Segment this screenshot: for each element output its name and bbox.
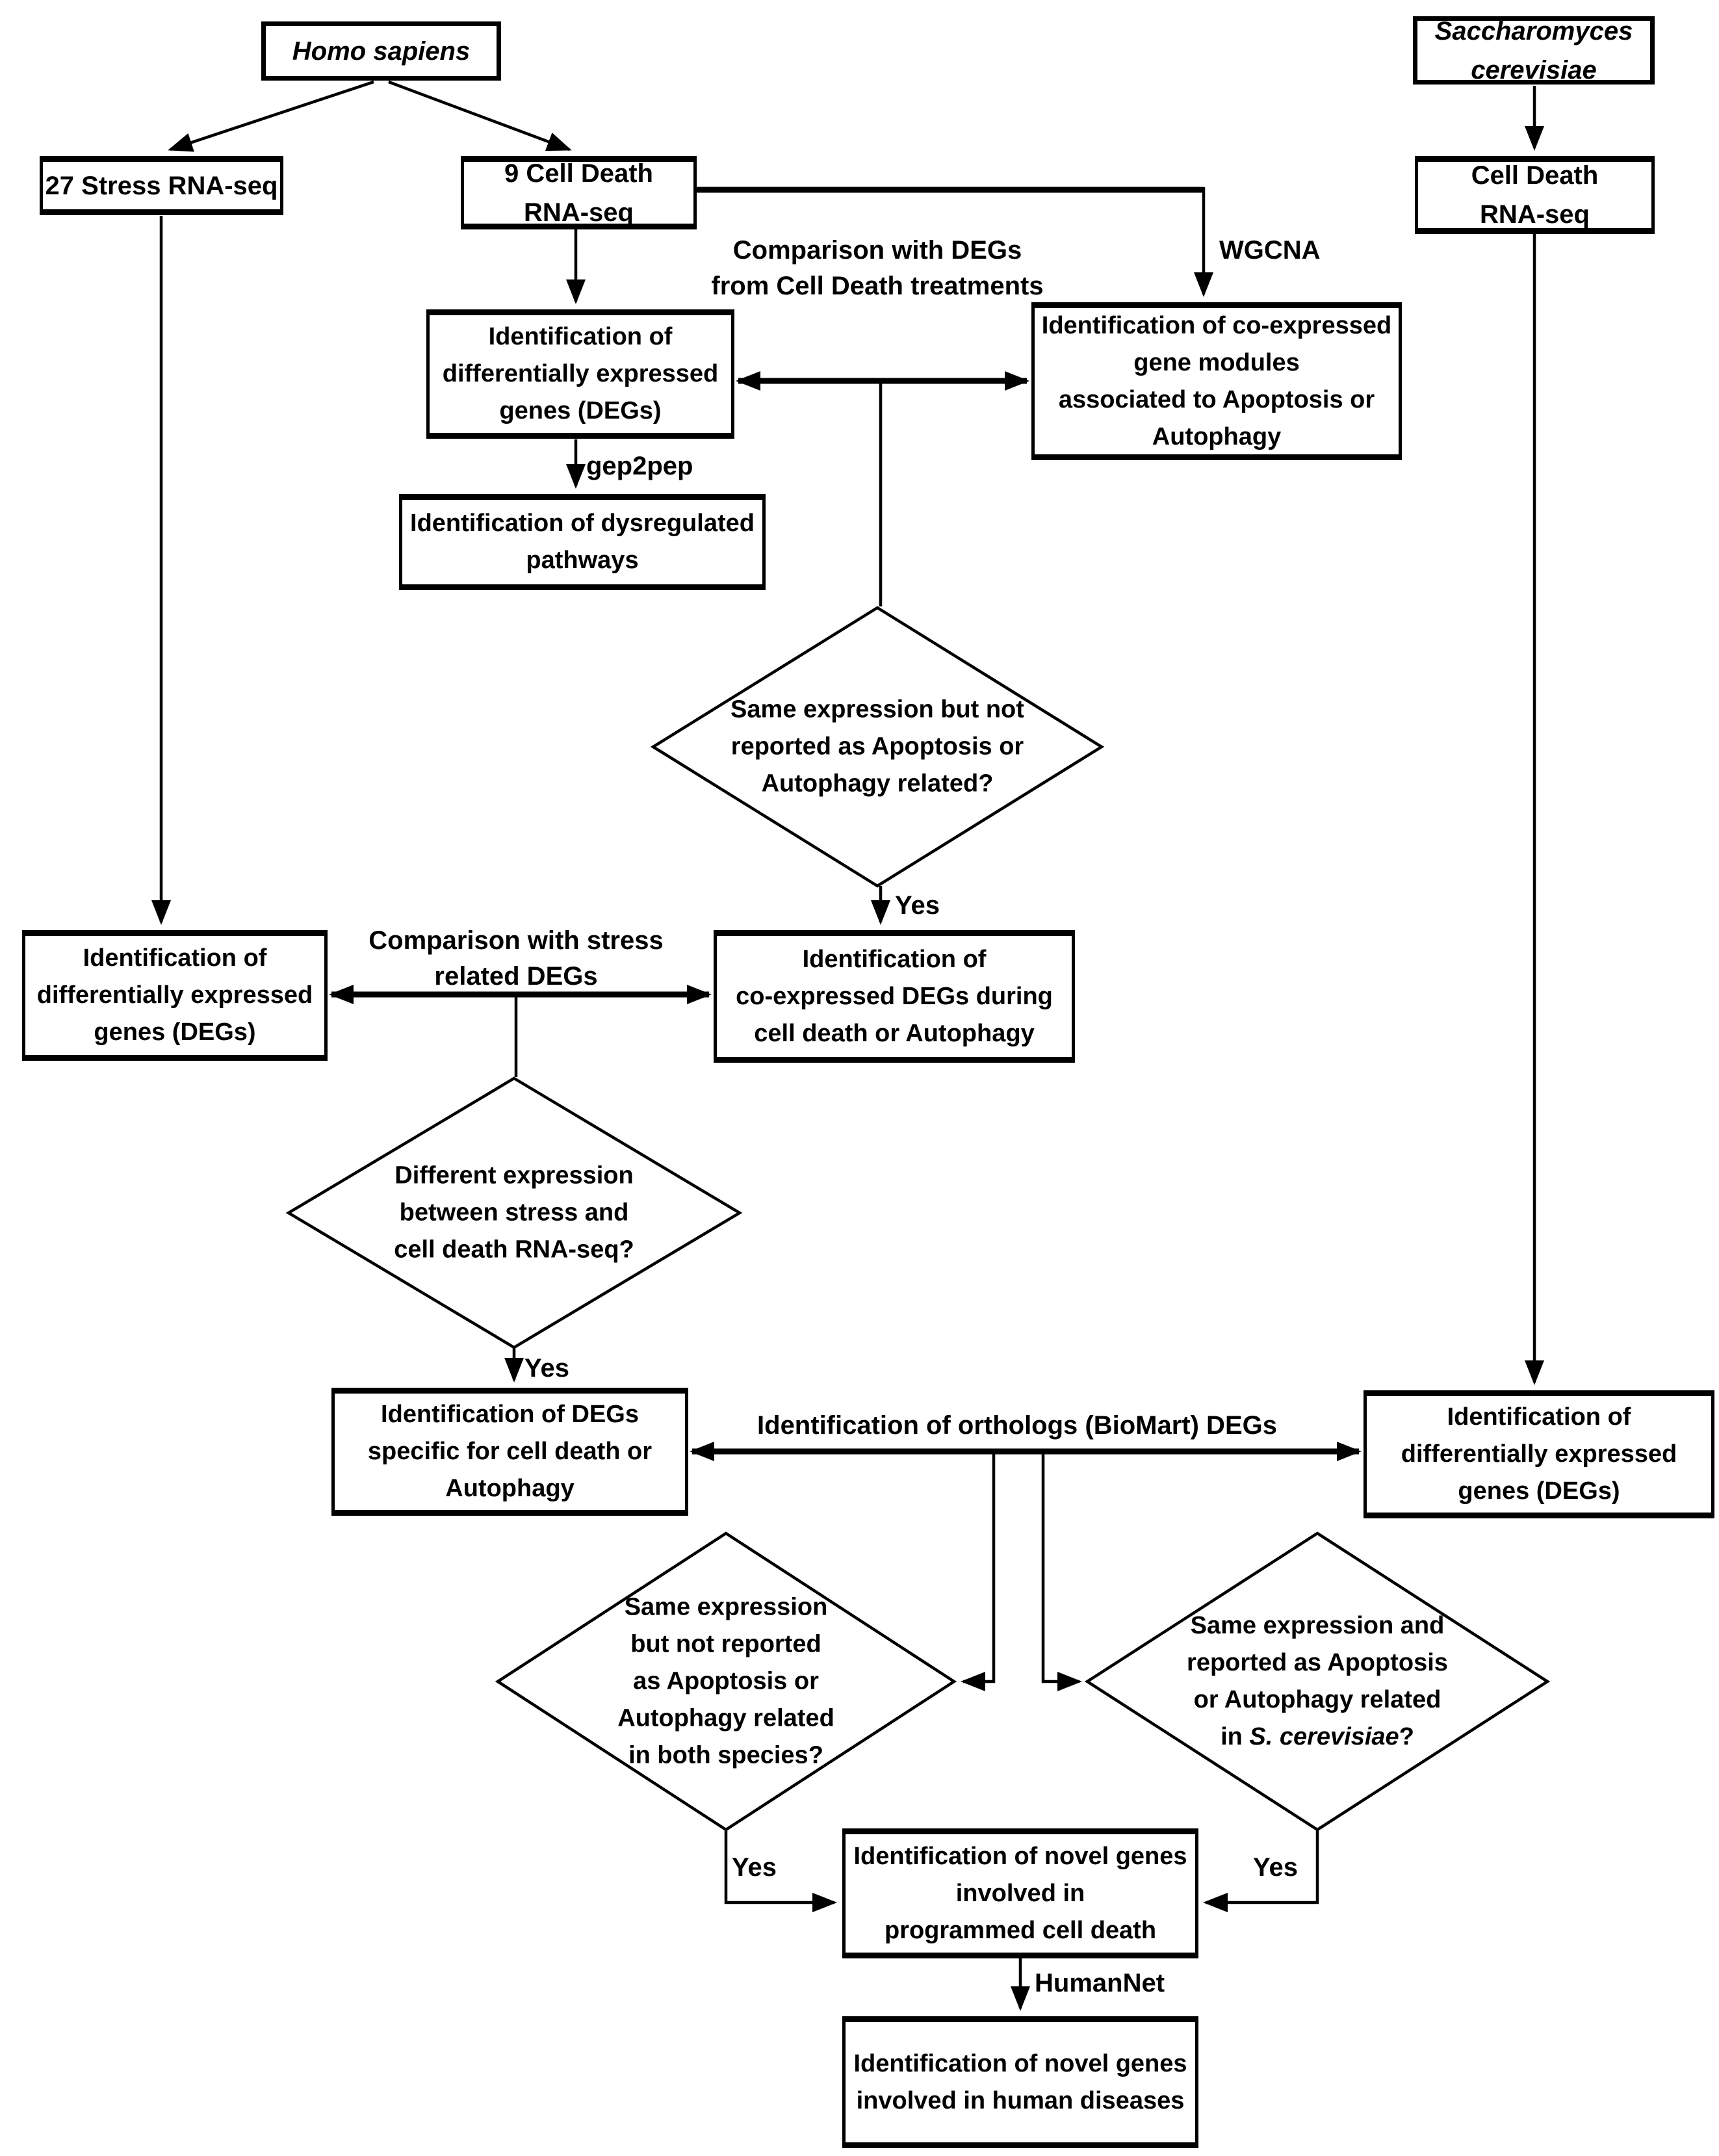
- decision-label-part: in: [1221, 1723, 1250, 1750]
- edge-label-line: Comparison with stress: [368, 926, 664, 955]
- decision-reported-in-s-cerevisiae: Same expression and reported as Apoptosi…: [1168, 1607, 1467, 1756]
- node-novel-genes-pcd: Identification of novel genes involved i…: [842, 1828, 1198, 1958]
- node-label-line: Identification of: [488, 323, 673, 350]
- node-label-line: differentially expressed: [442, 360, 719, 387]
- decision-label-line: as Apoptosis or: [633, 1667, 819, 1695]
- node-label-line: programmed cell death: [884, 1916, 1157, 1944]
- node-label-line: specific for cell death or: [367, 1438, 653, 1465]
- node-label-line: involved in human diseases: [856, 2086, 1185, 2114]
- decision-label-line: Same expression and: [1190, 1612, 1445, 1639]
- decision-label-line: Different expression: [394, 1162, 634, 1189]
- node-label-line: Identification of dysregulated: [410, 510, 755, 537]
- node-label-line: Identification of novel genes: [853, 1842, 1187, 1870]
- label-yes-1: Yes: [895, 891, 940, 920]
- node-cell-death-rna-seq-yeast: Cell Death RNA-seq: [1415, 156, 1655, 234]
- node-label-line: genes (DEGs): [1458, 1477, 1620, 1505]
- node-label-line: genes (DEGs): [94, 1019, 256, 1046]
- label-yes-4: Yes: [1253, 1853, 1298, 1882]
- node-homo-sapiens: Homo sapiens: [261, 21, 501, 81]
- node-label-line: cell death or Autophagy: [754, 1019, 1035, 1047]
- diamond-same-expression-not-reported: [650, 606, 1105, 888]
- decision-label-line: Same expression: [624, 1593, 828, 1621]
- node-label-line: differentially expressed: [1401, 1440, 1677, 1468]
- flow-arrows-thick: [329, 187, 1362, 1461]
- node-coexpressed-gene-modules: Identification of co-expressed gene modu…: [1031, 302, 1402, 460]
- label-comparison-stress-degs: Comparison with stress related DEGs: [368, 923, 663, 994]
- node-label: 27 Stress RNA-seq: [45, 171, 278, 200]
- decision-label-line: Autophagy related?: [761, 770, 994, 798]
- decision-label-line: cell death RNA-seq?: [394, 1236, 634, 1264]
- decision-same-expression-not-reported: Same expression but not reported as Apop…: [708, 692, 1046, 803]
- node-label-line: genes (DEGs): [499, 397, 662, 424]
- node-label-line: Identification of: [1447, 1403, 1631, 1431]
- node-label-line: Identification of novel genes: [853, 2049, 1187, 2077]
- edge-label-line: related DEGs: [434, 962, 598, 991]
- node-label-line: Autophagy: [1152, 422, 1282, 450]
- decision-diamond-shapes: [285, 606, 1551, 1832]
- node-label-line: gene modules: [1133, 348, 1300, 376]
- node-label-line: associated to Apoptosis or: [1058, 385, 1375, 413]
- label-comparison-cell-death-degs: Comparison with DEGs from Cell Death tre…: [711, 233, 1043, 304]
- edge-label-line: Comparison with DEGs: [732, 236, 1022, 265]
- label-humannet: HumanNet: [1035, 1969, 1165, 1997]
- decision-label-line: in both species?: [628, 1741, 823, 1769]
- decision-label-line: between stress and: [399, 1199, 629, 1227]
- node-label-line: Autophagy: [445, 1475, 575, 1502]
- node-label-line: RNA-seq: [524, 198, 634, 227]
- node-dysregulated-pathways: Identification of dysregulated pathways: [399, 494, 766, 590]
- node-label-line: Identification of DEGs: [381, 1401, 639, 1428]
- node-27-stress-rna-seq: 27 Stress RNA-seq: [40, 156, 283, 215]
- decision-different-expression: Different expression between stress and …: [371, 1158, 657, 1269]
- decision-not-reported-both-species: Same expression but not reported as Apop…: [602, 1589, 849, 1774]
- decision-label-line: but not reported: [630, 1630, 821, 1658]
- flow-arrows: [151, 80, 1544, 2011]
- node-label-line: cerevisiae: [1471, 55, 1597, 84]
- node-degs-cell-death: Identification of differentially express…: [426, 309, 734, 439]
- node-label-line: RNA-seq: [1480, 200, 1590, 229]
- edge-label-line: from Cell Death treatments: [711, 272, 1044, 301]
- decision-label-line: Autophagy related: [617, 1704, 834, 1732]
- node-novel-genes-human-diseases: Identification of novel genes involved i…: [842, 2016, 1198, 2148]
- node-label-line: Identification of: [83, 944, 267, 972]
- label-orthologs-biomart: Identification of orthologs (BioMart) DE…: [757, 1411, 1277, 1440]
- node-label-line: pathways: [526, 547, 639, 574]
- node-label-line: Cell Death: [1471, 161, 1599, 190]
- node-label-line: co-expressed DEGs during: [736, 982, 1053, 1010]
- node-coexpressed-degs: Identification of co-expressed DEGs duri…: [714, 930, 1075, 1063]
- node-saccharomyces-cerevisiae: Saccharomyces cerevisiae: [1413, 16, 1655, 84]
- node-label-line: Saccharomyces: [1434, 16, 1633, 45]
- node-9-cell-death-rna-seq: 9 Cell Death RNA-seq: [461, 156, 697, 229]
- node-label-line: involved in: [955, 1879, 1085, 1907]
- node-label-line: Identification of: [802, 945, 987, 973]
- label-wgcna: WGCNA: [1219, 236, 1321, 265]
- node-label-line: differentially expressed: [36, 981, 313, 1009]
- node-degs-stress: Identification of differentially express…: [22, 930, 328, 1061]
- decision-label-line: reported as Apoptosis: [1187, 1649, 1448, 1676]
- decision-label-part: ?: [1399, 1723, 1414, 1750]
- decision-label-line: reported as Apoptosis or: [730, 733, 1024, 760]
- label-gep2pep: gep2pep: [586, 452, 693, 480]
- node-label-line: Identification of co-expressed: [1041, 311, 1392, 339]
- decision-label-line: or Autophagy related: [1193, 1686, 1441, 1713]
- species-name-italic: S. cerevisiae: [1249, 1723, 1399, 1750]
- decision-label-line: Same expression but not: [730, 695, 1024, 723]
- node-degs-yeast: Identification of differentially express…: [1364, 1390, 1714, 1518]
- label-yes-2: Yes: [524, 1354, 569, 1383]
- label-yes-3: Yes: [732, 1853, 777, 1882]
- node-degs-specific-cell-death: Identification of DEGs specific for cell…: [331, 1388, 688, 1516]
- decision-label-line: in S. cerevisiae?: [1168, 1719, 1467, 1756]
- node-label: Homo sapiens: [292, 36, 471, 66]
- node-label-line: 9 Cell Death: [504, 159, 653, 188]
